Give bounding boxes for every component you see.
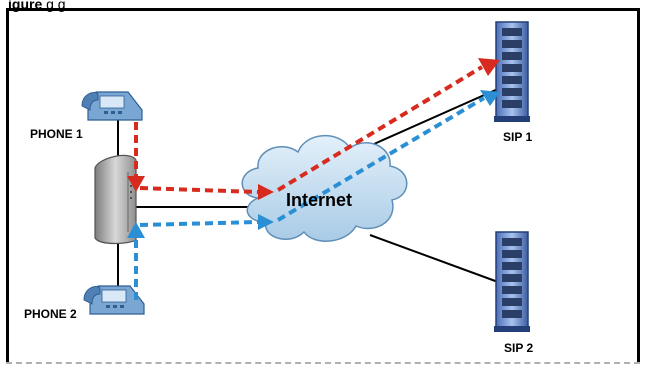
outgoing-call-path — [134, 65, 484, 194]
internet-label: Internet — [286, 190, 353, 210]
link-internet-sip2 — [369, 234, 499, 283]
sip1-server-icon — [494, 21, 530, 122]
incoming-call-path — [134, 96, 486, 300]
phone1-label: PHONE 1 — [30, 127, 83, 141]
sip2-label: SIP 2 — [504, 341, 534, 355]
incoming-call-arrows — [127, 90, 500, 238]
phone2-label: PHONE 2 — [24, 307, 77, 321]
outgoing-call-arrows — [127, 58, 500, 200]
figure-bottom-border — [6, 362, 640, 364]
phone1-icon — [81, 91, 143, 121]
phone2-icon — [83, 285, 145, 315]
link-internet-sip1 — [364, 87, 501, 149]
figure-frame — [6, 8, 640, 364]
voip-device-icon — [94, 154, 137, 245]
sip2-server-icon — [494, 231, 530, 332]
sip1-label: SIP 1 — [503, 130, 533, 144]
